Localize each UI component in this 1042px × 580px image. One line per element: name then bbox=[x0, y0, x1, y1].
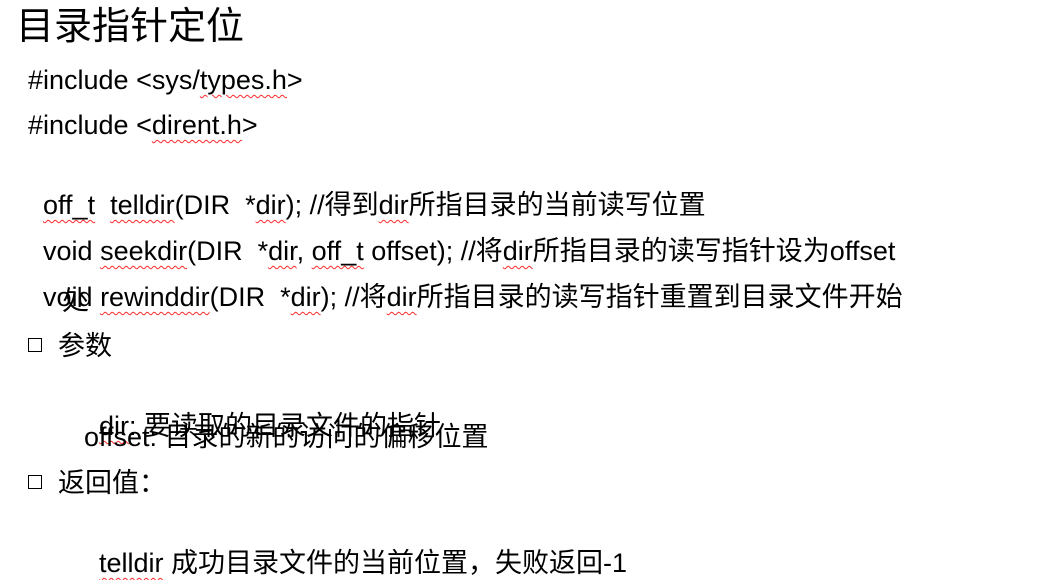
return-heading: 返回值： bbox=[58, 468, 166, 498]
void-text: void bbox=[43, 236, 101, 266]
dir-text: dir bbox=[255, 190, 286, 220]
off-t-text: off_t bbox=[43, 190, 96, 220]
dir-text: dir bbox=[502, 236, 533, 266]
include-prefix: #include <sys/ bbox=[28, 65, 200, 95]
dir-text: dir bbox=[386, 282, 417, 312]
param-dir-desc: : 要读取的目录文件的指针 bbox=[129, 411, 442, 441]
dir-param-text: (DIR * bbox=[209, 282, 291, 312]
off-t-text: off_t bbox=[311, 236, 364, 266]
comment-text: 所指目录的读写指针设为offset bbox=[532, 236, 896, 266]
include-sys-types-line: #include <sys/types.h> bbox=[28, 63, 303, 97]
comment-text: 所指目录的读写指针重置到目录文件开始 bbox=[416, 282, 903, 312]
square-bullet-icon bbox=[28, 338, 42, 352]
dir-text: dir bbox=[290, 282, 321, 312]
rewinddir-text: rewinddir bbox=[100, 282, 210, 312]
square-bullet-icon bbox=[28, 475, 42, 489]
seekdir-signature-line: void seekdir(DIR *dir, off_t offset); //… bbox=[28, 200, 895, 268]
void-text: void bbox=[43, 282, 101, 312]
comma-text: , bbox=[296, 236, 312, 266]
dir-text: dir bbox=[99, 411, 130, 441]
include-suffix: > bbox=[241, 110, 258, 140]
comment-text: offset); //将 bbox=[363, 236, 503, 266]
return-value-line: telldir 成功目录文件的当前位置，失败返回-1 bbox=[84, 512, 627, 580]
include-prefix: #include < bbox=[28, 110, 152, 140]
include-suffix: > bbox=[286, 65, 303, 95]
return-bullet: 返回值： bbox=[28, 466, 166, 500]
comment-text: ); //得到 bbox=[285, 190, 379, 220]
telldir-text: telldir bbox=[110, 190, 175, 220]
comment-text: ); //将 bbox=[320, 282, 387, 312]
rewinddir-continuation-line: 处 bbox=[62, 286, 89, 316]
types-h-text: types.h bbox=[199, 65, 287, 95]
dir-text: dir bbox=[378, 190, 409, 220]
telldir-signature-line: off_t telldir(DIR *dir); //得到dir所指目录的当前读… bbox=[28, 154, 706, 222]
params-bullet: 参数 bbox=[28, 329, 112, 363]
include-dirent-line: #include <dirent.h> bbox=[28, 108, 258, 142]
dir-text: dir bbox=[268, 236, 297, 266]
telldir-text: telldir bbox=[99, 548, 164, 578]
params-heading: 参数 bbox=[58, 331, 112, 361]
param-dir-line: dir: 要读取的目录文件的指针 bbox=[84, 375, 441, 443]
rewinddir-signature-line: void rewinddir(DIR *dir); //将dir所指目录的读写指… bbox=[28, 246, 903, 314]
dirent-h-text: dirent.h bbox=[151, 110, 242, 140]
seekdir-text: seekdir bbox=[100, 236, 188, 266]
dir-param-text: (DIR * bbox=[187, 236, 269, 266]
return-desc: 成功目录文件的当前位置，失败返回-1 bbox=[163, 548, 628, 578]
param-offset-line: offset: 目录的新的访问的偏移位置 bbox=[84, 422, 489, 452]
dir-param-text: (DIR * bbox=[174, 190, 256, 220]
comment-text: 所指目录的当前读写位置 bbox=[408, 190, 706, 220]
slide-title: 目录指针定位 bbox=[16, 6, 245, 48]
